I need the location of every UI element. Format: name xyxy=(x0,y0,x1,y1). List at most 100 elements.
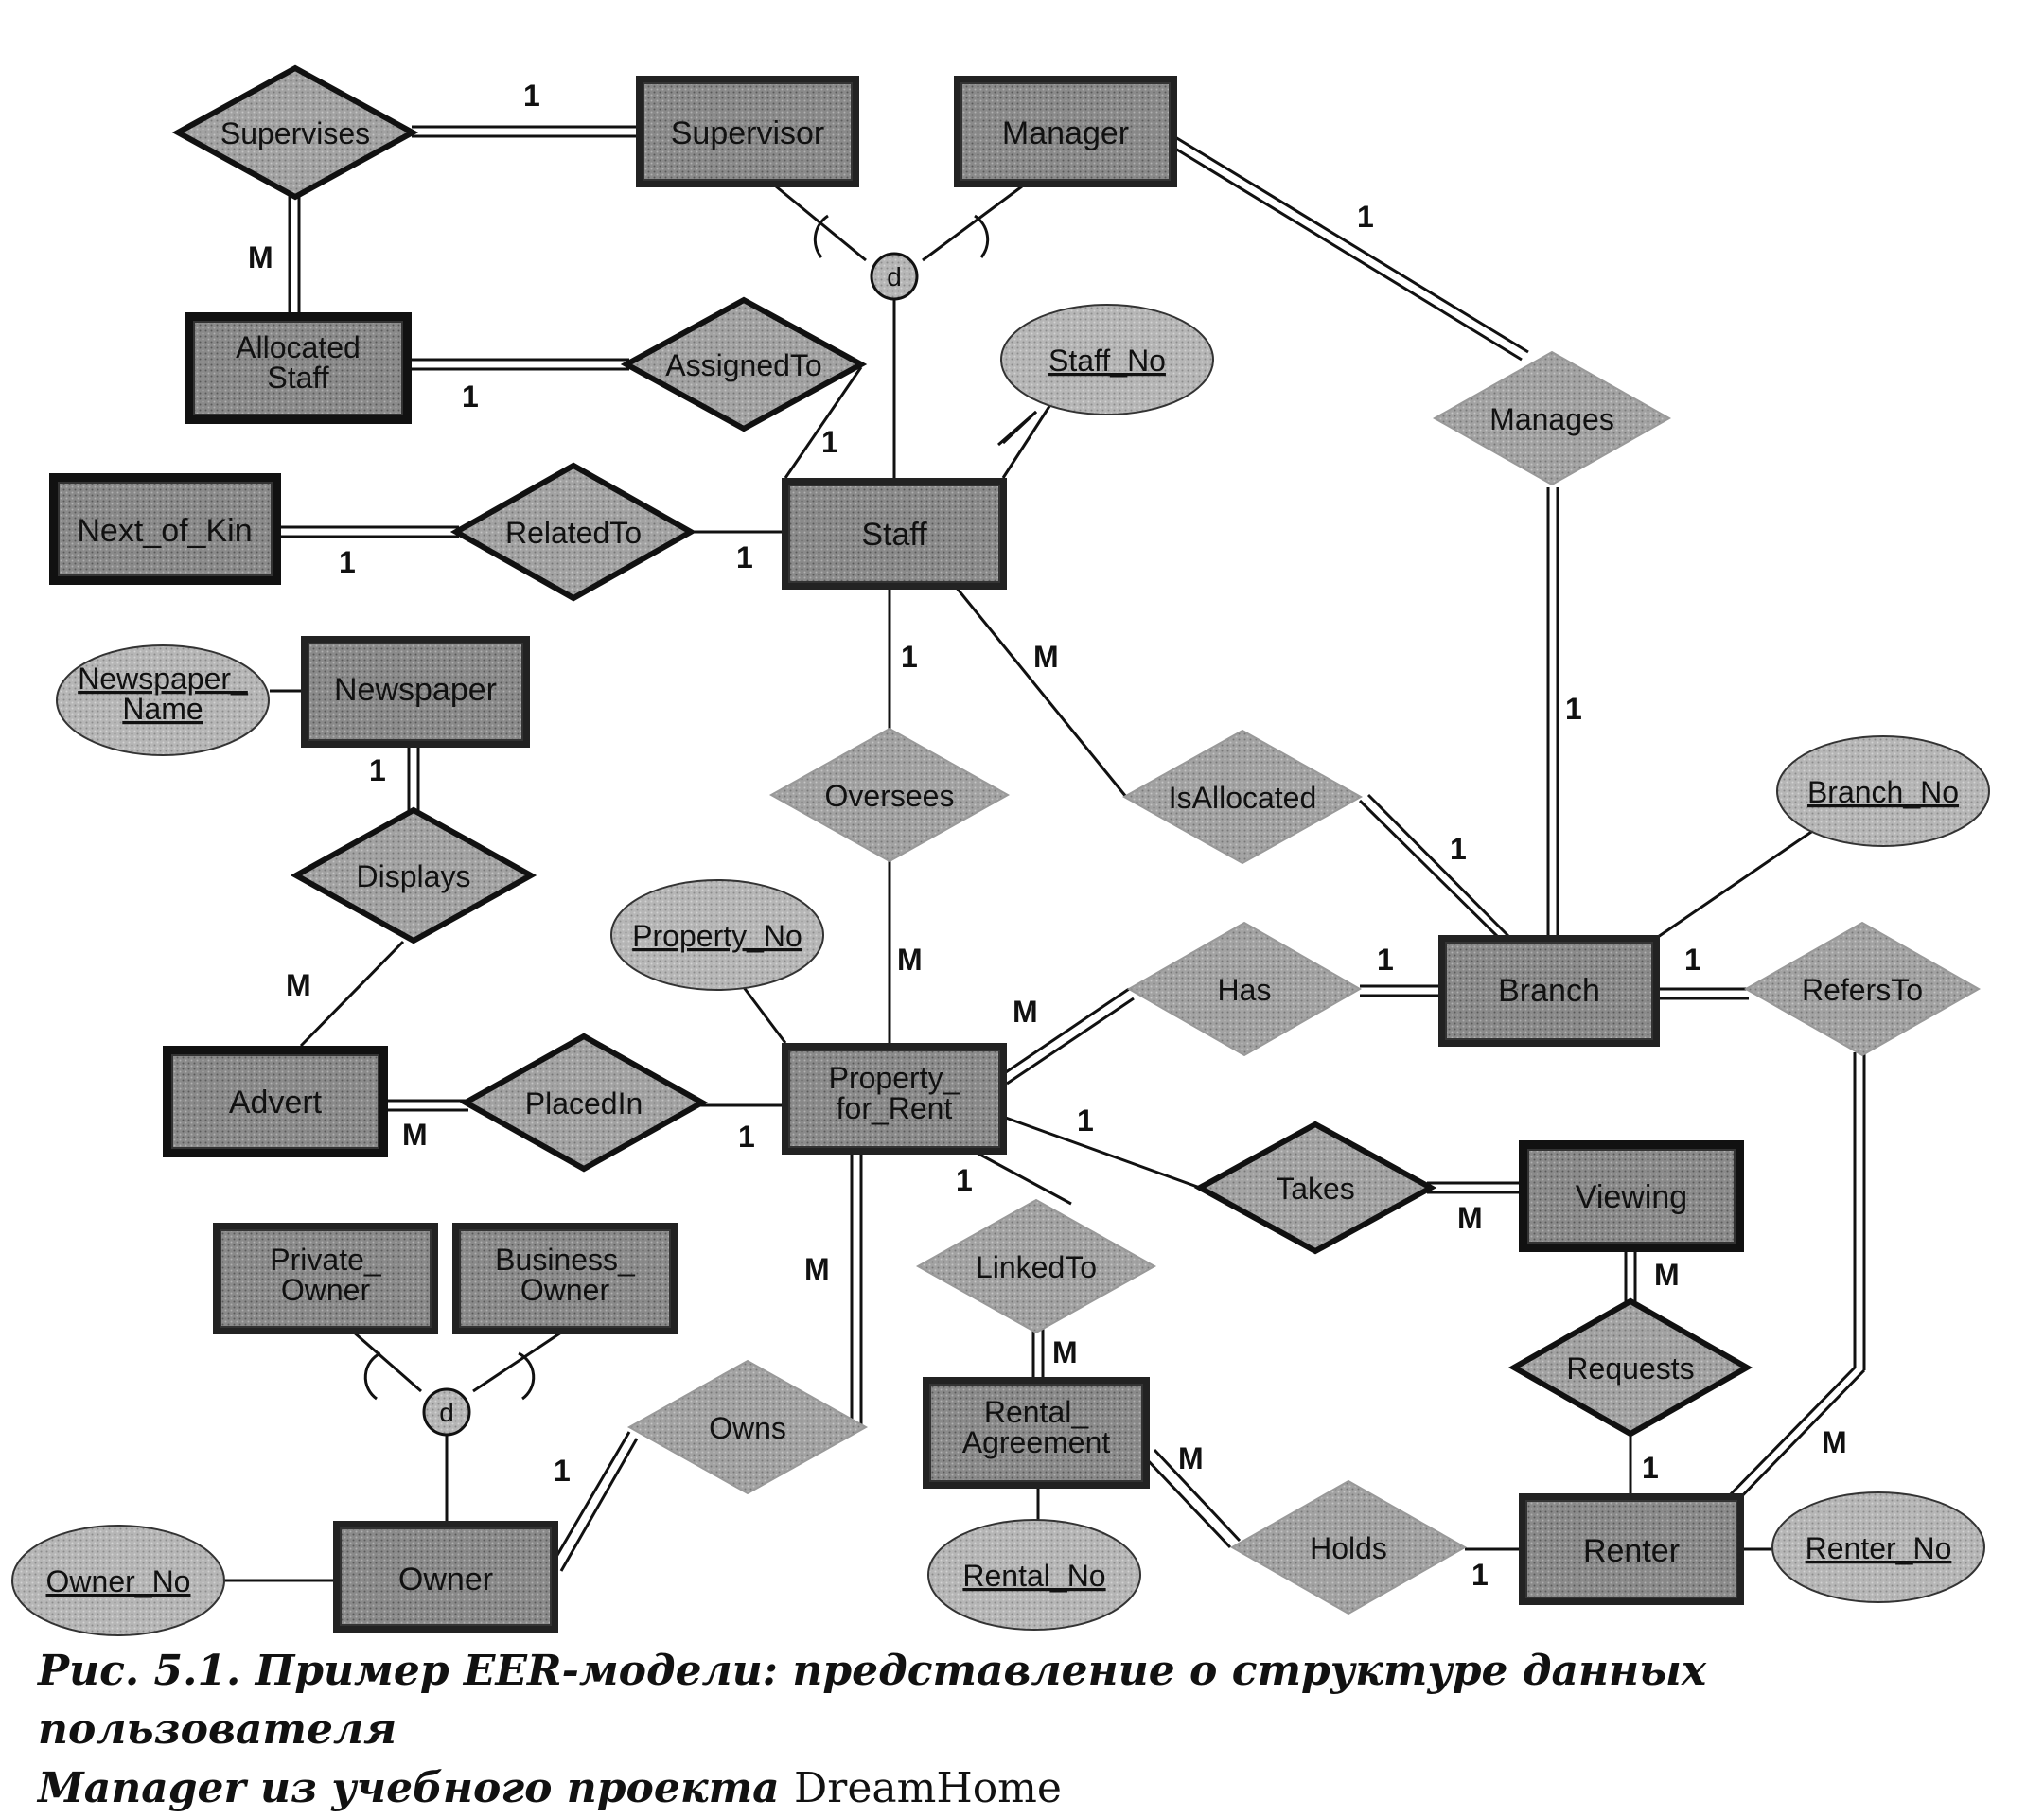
relationship-displays[interactable]: Displays xyxy=(290,806,537,944)
card-linkedto-rental: M xyxy=(1052,1335,1078,1369)
card-staff-isallocated: M xyxy=(1033,640,1059,674)
caption-line-2-italic: Manager из учебного проекта xyxy=(38,1764,795,1812)
relationship-displays-label: Displays xyxy=(357,859,471,893)
card-rental-holds: M xyxy=(1178,1441,1204,1475)
entity-staff[interactable]: Staff xyxy=(782,478,1007,590)
card-has-branch: 1 xyxy=(1377,943,1394,977)
caption-line-1: Рис. 5.1. Пример EER-модели: представлен… xyxy=(38,1647,1707,1754)
entity-supervisor-label: Supervisor xyxy=(671,115,825,151)
entity-owner[interactable]: Owner xyxy=(333,1521,558,1633)
card-manager-manages: 1 xyxy=(1357,200,1374,234)
card-supervises-supervisor: 1 xyxy=(523,79,540,113)
relationship-placed-in-label: PlacedIn xyxy=(525,1086,643,1121)
relationship-requests[interactable]: Requests xyxy=(1507,1297,1753,1438)
specialization-owner: d xyxy=(422,1387,471,1437)
attribute-property-no-label: Property_No xyxy=(632,919,802,953)
card-viewing-requests: M xyxy=(1654,1258,1680,1292)
attribute-staff-no[interactable]: Staff_No xyxy=(1000,304,1214,415)
relationship-takes[interactable]: Takes xyxy=(1193,1121,1437,1255)
entity-renter-label: Renter xyxy=(1583,1533,1680,1569)
relationship-linked-to-label: LinkedTo xyxy=(976,1250,1097,1284)
entity-viewing[interactable]: Viewing xyxy=(1519,1140,1744,1252)
attribute-branch-no[interactable]: Branch_No xyxy=(1776,735,1990,847)
relationship-supervises-label: Supervises xyxy=(220,116,370,150)
entity-rental-agreement[interactable]: Rental_Agreement xyxy=(923,1377,1150,1489)
entity-private-owner[interactable]: Private_Owner xyxy=(213,1223,438,1334)
entity-newspaper[interactable]: Newspaper xyxy=(301,636,530,748)
entity-advert-label: Advert xyxy=(229,1085,323,1121)
entity-business-owner-label: Business_Owner xyxy=(495,1243,636,1307)
card-newspaper-displays: 1 xyxy=(369,753,386,787)
card-owns-owner: 1 xyxy=(554,1454,571,1488)
relationship-oversees-label: Oversees xyxy=(825,779,955,813)
entity-owner-label: Owner xyxy=(398,1562,493,1597)
relationship-takes-label: Takes xyxy=(1276,1172,1355,1206)
card-property-has: M xyxy=(1013,995,1038,1029)
entity-property-for-rent-label: Property_for_Rent xyxy=(829,1061,961,1125)
relationship-related-to[interactable]: RelatedTo xyxy=(449,462,697,602)
attribute-newspaper-name-label: Newspaper_Name xyxy=(78,662,249,726)
relationship-requests-label: Requests xyxy=(1566,1351,1694,1386)
entity-rental-agreement-label: Rental_Agreement xyxy=(962,1395,1111,1459)
card-advert-placedin: M xyxy=(402,1118,428,1152)
relationship-has-label: Has xyxy=(1218,973,1272,1007)
connection-lines xyxy=(220,125,1866,1582)
entity-manager[interactable]: Manager xyxy=(954,76,1177,187)
relationship-supervises[interactable]: Supervises xyxy=(171,64,419,201)
card-placedin-property: 1 xyxy=(738,1120,755,1154)
entity-staff-label: Staff xyxy=(861,517,927,553)
entity-private-owner-label: Private_Owner xyxy=(270,1243,382,1307)
card-oversees-property: M xyxy=(897,943,923,977)
relationships: Supervises AssignedTo RelatedTo Manages … xyxy=(171,64,1982,1615)
attribute-owner-no[interactable]: Owner_No xyxy=(11,1525,225,1636)
relationship-manages[interactable]: Manages xyxy=(1432,350,1672,486)
entity-branch[interactable]: Branch xyxy=(1438,935,1660,1047)
specialization-staff-label: d xyxy=(887,262,902,291)
relationship-assigned-to-label: AssignedTo xyxy=(665,348,821,382)
card-branch-refersto: 1 xyxy=(1684,943,1701,977)
card-displays-advert: M xyxy=(286,968,311,1002)
entity-next-of-kin[interactable]: Next_of_Kin xyxy=(49,473,281,585)
relationship-assigned-to[interactable]: AssignedTo xyxy=(620,296,868,432)
relationship-holds[interactable]: Holds xyxy=(1229,1479,1468,1615)
card-manages-branch: 1 xyxy=(1565,692,1582,726)
card-takes-viewing: M xyxy=(1457,1201,1483,1235)
relationship-oversees[interactable]: Oversees xyxy=(768,727,1011,863)
attribute-rental-no-label: Rental_No xyxy=(962,1559,1105,1593)
relationship-is-allocated[interactable]: IsAllocated xyxy=(1121,729,1364,865)
cardinality-labels: 1 M 1 1 1 1 1 1 1 M M 1 1 M M 1 M 1 1 M … xyxy=(248,79,1847,1592)
relationship-refers-to[interactable]: RefersTo xyxy=(1743,921,1982,1057)
relationship-owns[interactable]: Owns xyxy=(626,1359,869,1495)
attribute-rental-no[interactable]: Rental_No xyxy=(927,1519,1141,1631)
relationship-has[interactable]: Has xyxy=(1126,921,1363,1057)
attribute-newspaper-name[interactable]: Newspaper_Name xyxy=(56,644,270,756)
attribute-property-no[interactable]: Property_No xyxy=(610,879,824,991)
card-related-staff: 1 xyxy=(736,540,753,574)
card-nextofkin-related: 1 xyxy=(339,545,356,579)
attribute-renter-no-label: Renter_No xyxy=(1806,1531,1952,1565)
relationship-manages-label: Manages xyxy=(1489,402,1614,436)
card-property-linkedto: 1 xyxy=(956,1163,973,1197)
entity-business-owner[interactable]: Business_Owner xyxy=(452,1223,678,1334)
entity-viewing-label: Viewing xyxy=(1576,1179,1687,1215)
card-requests-renter: 1 xyxy=(1642,1451,1659,1485)
attribute-staff-no-label: Staff_No xyxy=(1048,344,1166,378)
card-property-owns: M xyxy=(804,1252,830,1286)
relationship-linked-to[interactable]: LinkedTo xyxy=(915,1198,1157,1334)
card-assigned-staff: 1 xyxy=(821,425,838,459)
entity-property-for-rent[interactable]: Property_for_Rent xyxy=(782,1043,1007,1155)
card-holds-renter: 1 xyxy=(1471,1558,1489,1592)
entity-supervisor[interactable]: Supervisor xyxy=(636,76,859,187)
entity-renter[interactable]: Renter xyxy=(1519,1493,1744,1605)
relationship-placed-in[interactable]: PlacedIn xyxy=(459,1033,709,1173)
entity-branch-label: Branch xyxy=(1498,973,1600,1009)
entity-advert[interactable]: Advert xyxy=(163,1046,388,1157)
attribute-renter-no[interactable]: Renter_No xyxy=(1771,1491,1985,1603)
entity-newspaper-label: Newspaper xyxy=(334,672,497,708)
card-refersto-renter: M xyxy=(1822,1425,1847,1459)
attributes: Staff_No Newspaper_Name Branch_No Proper… xyxy=(11,304,1990,1636)
